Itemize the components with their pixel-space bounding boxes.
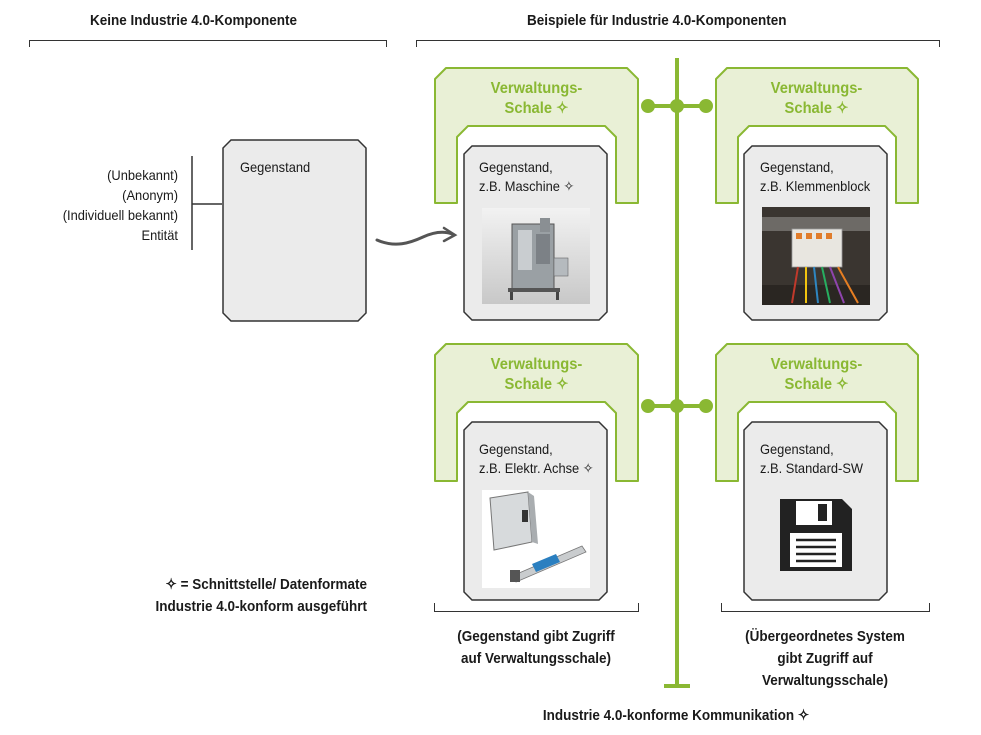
- transformation-arrow: [375, 226, 458, 246]
- plain-object-card: [222, 139, 367, 322]
- terminal-block-photo: [762, 207, 870, 305]
- admin-shell-4: [715, 343, 919, 482]
- bus-label: Industrie 4.0-konforme Kommunikation ✧: [542, 707, 810, 724]
- admin-shell-1: [434, 67, 639, 204]
- component-1-text: Gegenstand,z.B. Maschine ✧: [479, 159, 575, 194]
- group-note-right: (Übergeordnetes System gibt Zugriff auf …: [745, 628, 905, 689]
- admin-shell-3: [434, 343, 639, 482]
- shell-label-2: Verwaltungs-Schale ✧: [770, 80, 863, 117]
- component-4-text: Gegenstand,z.B. Standard-SW: [760, 441, 864, 476]
- header-examples: Beispiele für Industrie 4.0-Komponenten: [527, 12, 787, 29]
- packaging-machine-photo: [482, 208, 590, 304]
- header-no-component: Keine Industrie 4.0-Komponente: [90, 12, 298, 29]
- legend: ✧ = Schnittstelle/ Datenformate Industri…: [155, 576, 367, 615]
- shell-label-4: Verwaltungs-Schale ✧: [770, 356, 863, 393]
- group-note-left: (Gegenstand gibt Zugriff auf Verwaltungs…: [457, 628, 615, 667]
- group-bracket-left: [434, 603, 639, 612]
- shell-label-1: Verwaltungs-Schale ✧: [490, 80, 583, 117]
- entity-labels: (Unbekannt) (Anonym) (Individuell bekann…: [62, 167, 178, 243]
- plain-object-label: Gegenstand: [240, 159, 311, 175]
- header-bracket-right: [416, 40, 940, 47]
- electric-axis-photo: [482, 490, 590, 588]
- header-bracket-left: [29, 40, 387, 47]
- entity-bracket: [191, 156, 222, 250]
- component-2-text: Gegenstand,z.B. Klemmenblock: [760, 159, 871, 194]
- admin-shell-2: [715, 67, 919, 204]
- communication-bus: [641, 58, 713, 688]
- shell-label-3: Verwaltungs-Schale ✧: [490, 356, 583, 393]
- floppy-disk-icon: [778, 497, 854, 573]
- group-bracket-right: [721, 603, 930, 612]
- component-3-text: Gegenstand,z.B. Elektr. Achse ✧: [479, 441, 594, 476]
